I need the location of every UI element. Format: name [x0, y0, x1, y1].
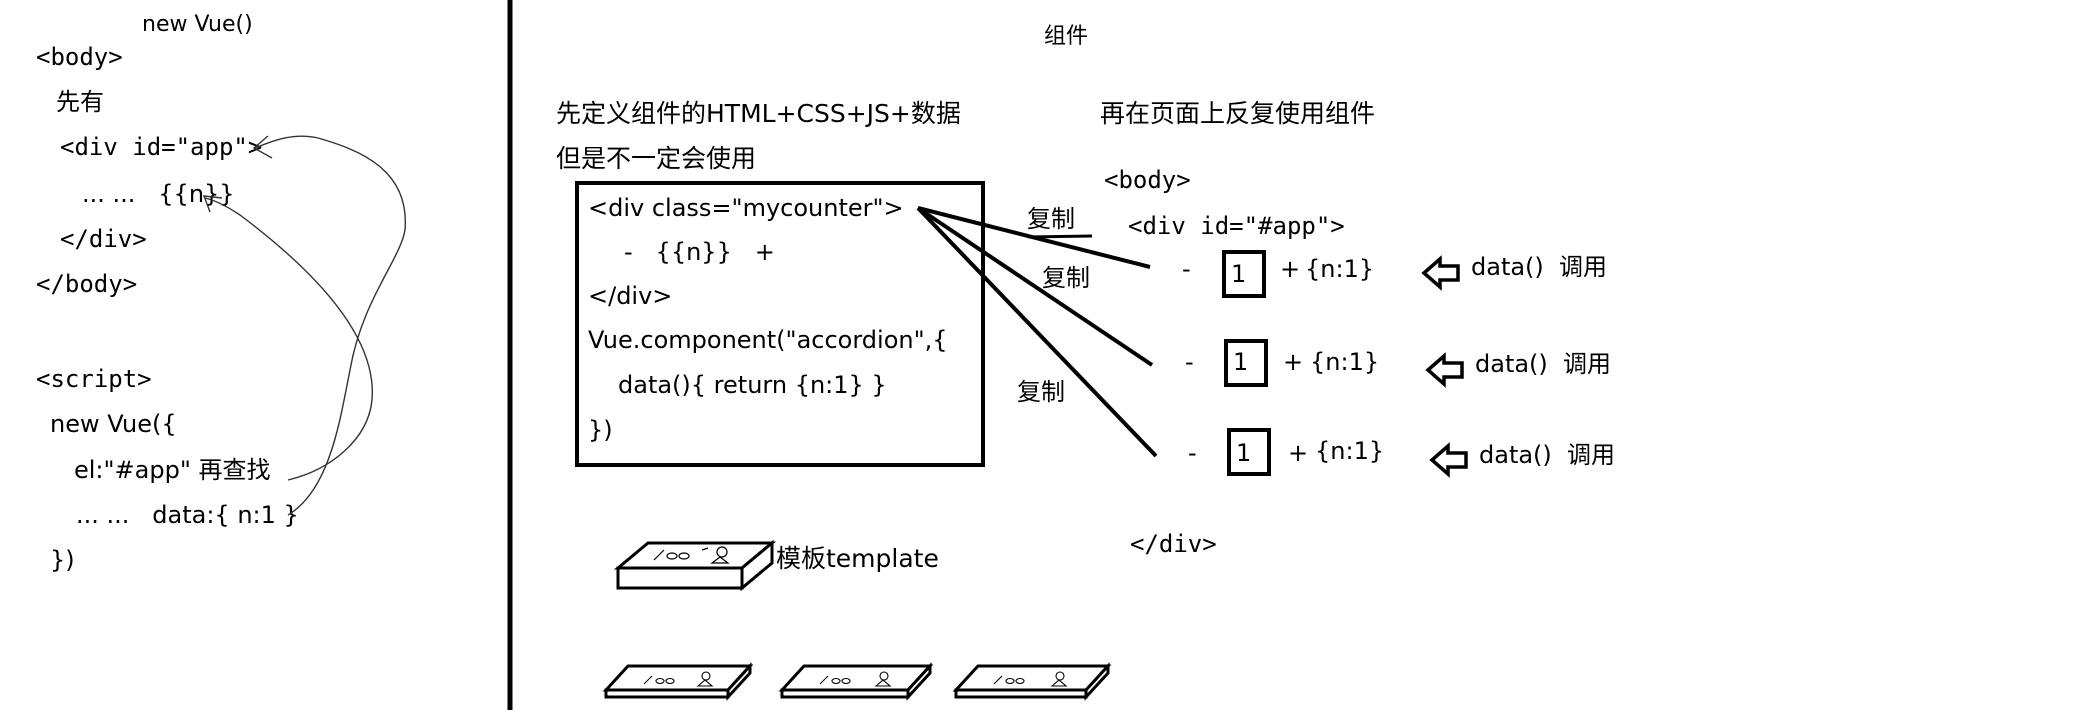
call-arrow-icon-3: [1429, 442, 1468, 478]
body-open-tag: <body>: [36, 43, 123, 71]
app-div-open-tag: <div id="app">: [60, 133, 263, 161]
new-vue-heading: new Vue(): [142, 12, 253, 37]
el-line: el:"#app" 再查找: [74, 456, 271, 484]
copy-label-3: 复制: [1017, 378, 1065, 406]
data-line: ... ... data:{ n:1 }: [76, 501, 299, 529]
instance-2-plus: +: [1283, 348, 1304, 376]
instance-3-value: 1: [1236, 439, 1252, 467]
component-register-line: Vue.component("accordion",{: [588, 326, 948, 354]
component-counter-line: - {{n}} +: [624, 238, 775, 266]
instance-3-plus: +: [1288, 439, 1309, 467]
interpolation-line: ... ... {{n}}: [82, 180, 235, 208]
instance-2-call: data() 调用: [1475, 350, 1612, 378]
copy-line-3: [916, 206, 1158, 458]
copy-underline: [1027, 234, 1093, 239]
upper-arrowhead: [252, 135, 273, 159]
instance-1-plus: +: [1280, 255, 1301, 283]
instance-1-state: {n:1}: [1305, 255, 1375, 283]
instance-3-state: {n:1}: [1315, 437, 1385, 465]
instance-1-call: data() 调用: [1471, 253, 1608, 281]
reuse-heading: 再在页面上反复使用组件: [1100, 99, 1376, 128]
close-line: }): [50, 546, 75, 574]
diagram-title: 组件: [1044, 24, 1089, 49]
template-label: 模板template: [776, 544, 939, 573]
instance-1-value: 1: [1231, 260, 1247, 288]
component-div-open: <div class="mycounter">: [588, 194, 904, 222]
curved-arrow-upper: [254, 135, 406, 516]
instance-3-box: [1227, 428, 1271, 476]
copy-slab-icon-2: [778, 662, 934, 701]
instance-1-box: [1222, 250, 1266, 298]
instance-1-minus: -: [1182, 255, 1191, 283]
copy-slab-icon-3: [952, 662, 1112, 701]
new-vue-line: new Vue({: [50, 410, 177, 438]
page-body-open: <body>: [1104, 166, 1191, 194]
lower-arrowhead: [202, 195, 223, 213]
instance-2-box: [1224, 339, 1268, 387]
component-code-box: [575, 181, 985, 467]
call-arrow-icon-1: [1421, 255, 1460, 291]
copy-line-2: [916, 206, 1154, 367]
component-data-fn: data(){ return {n:1} }: [618, 371, 887, 399]
instance-2-value: 1: [1233, 348, 1249, 376]
template-slab-icon: [613, 539, 777, 592]
page-app-div-open: <div id="#app">: [1128, 212, 1345, 240]
script-open-tag: <script>: [36, 365, 152, 393]
app-div-close-tag: </div>: [60, 225, 147, 253]
define-heading: 先定义组件的HTML+CSS+JS+数据: [556, 99, 961, 128]
instance-2-state: {n:1}: [1310, 348, 1380, 376]
curved-arrow-lower: [204, 197, 373, 481]
page-app-div-close: </div>: [1130, 530, 1217, 558]
call-arrow-icon-2: [1425, 352, 1464, 388]
instance-3-minus: -: [1188, 439, 1197, 467]
copy-label-1: 复制: [1027, 205, 1075, 233]
component-div-close: </div>: [588, 282, 673, 310]
first-label: 先有: [56, 88, 104, 116]
component-close: }): [588, 416, 613, 444]
body-close-tag: </body>: [36, 270, 138, 298]
define-subheading: 但是不一定会使用: [556, 144, 757, 173]
copy-slab-icon-1: [602, 662, 754, 701]
instance-3-call: data() 调用: [1479, 441, 1616, 469]
copy-label-2: 复制: [1042, 264, 1090, 292]
instance-2-minus: -: [1185, 348, 1194, 376]
